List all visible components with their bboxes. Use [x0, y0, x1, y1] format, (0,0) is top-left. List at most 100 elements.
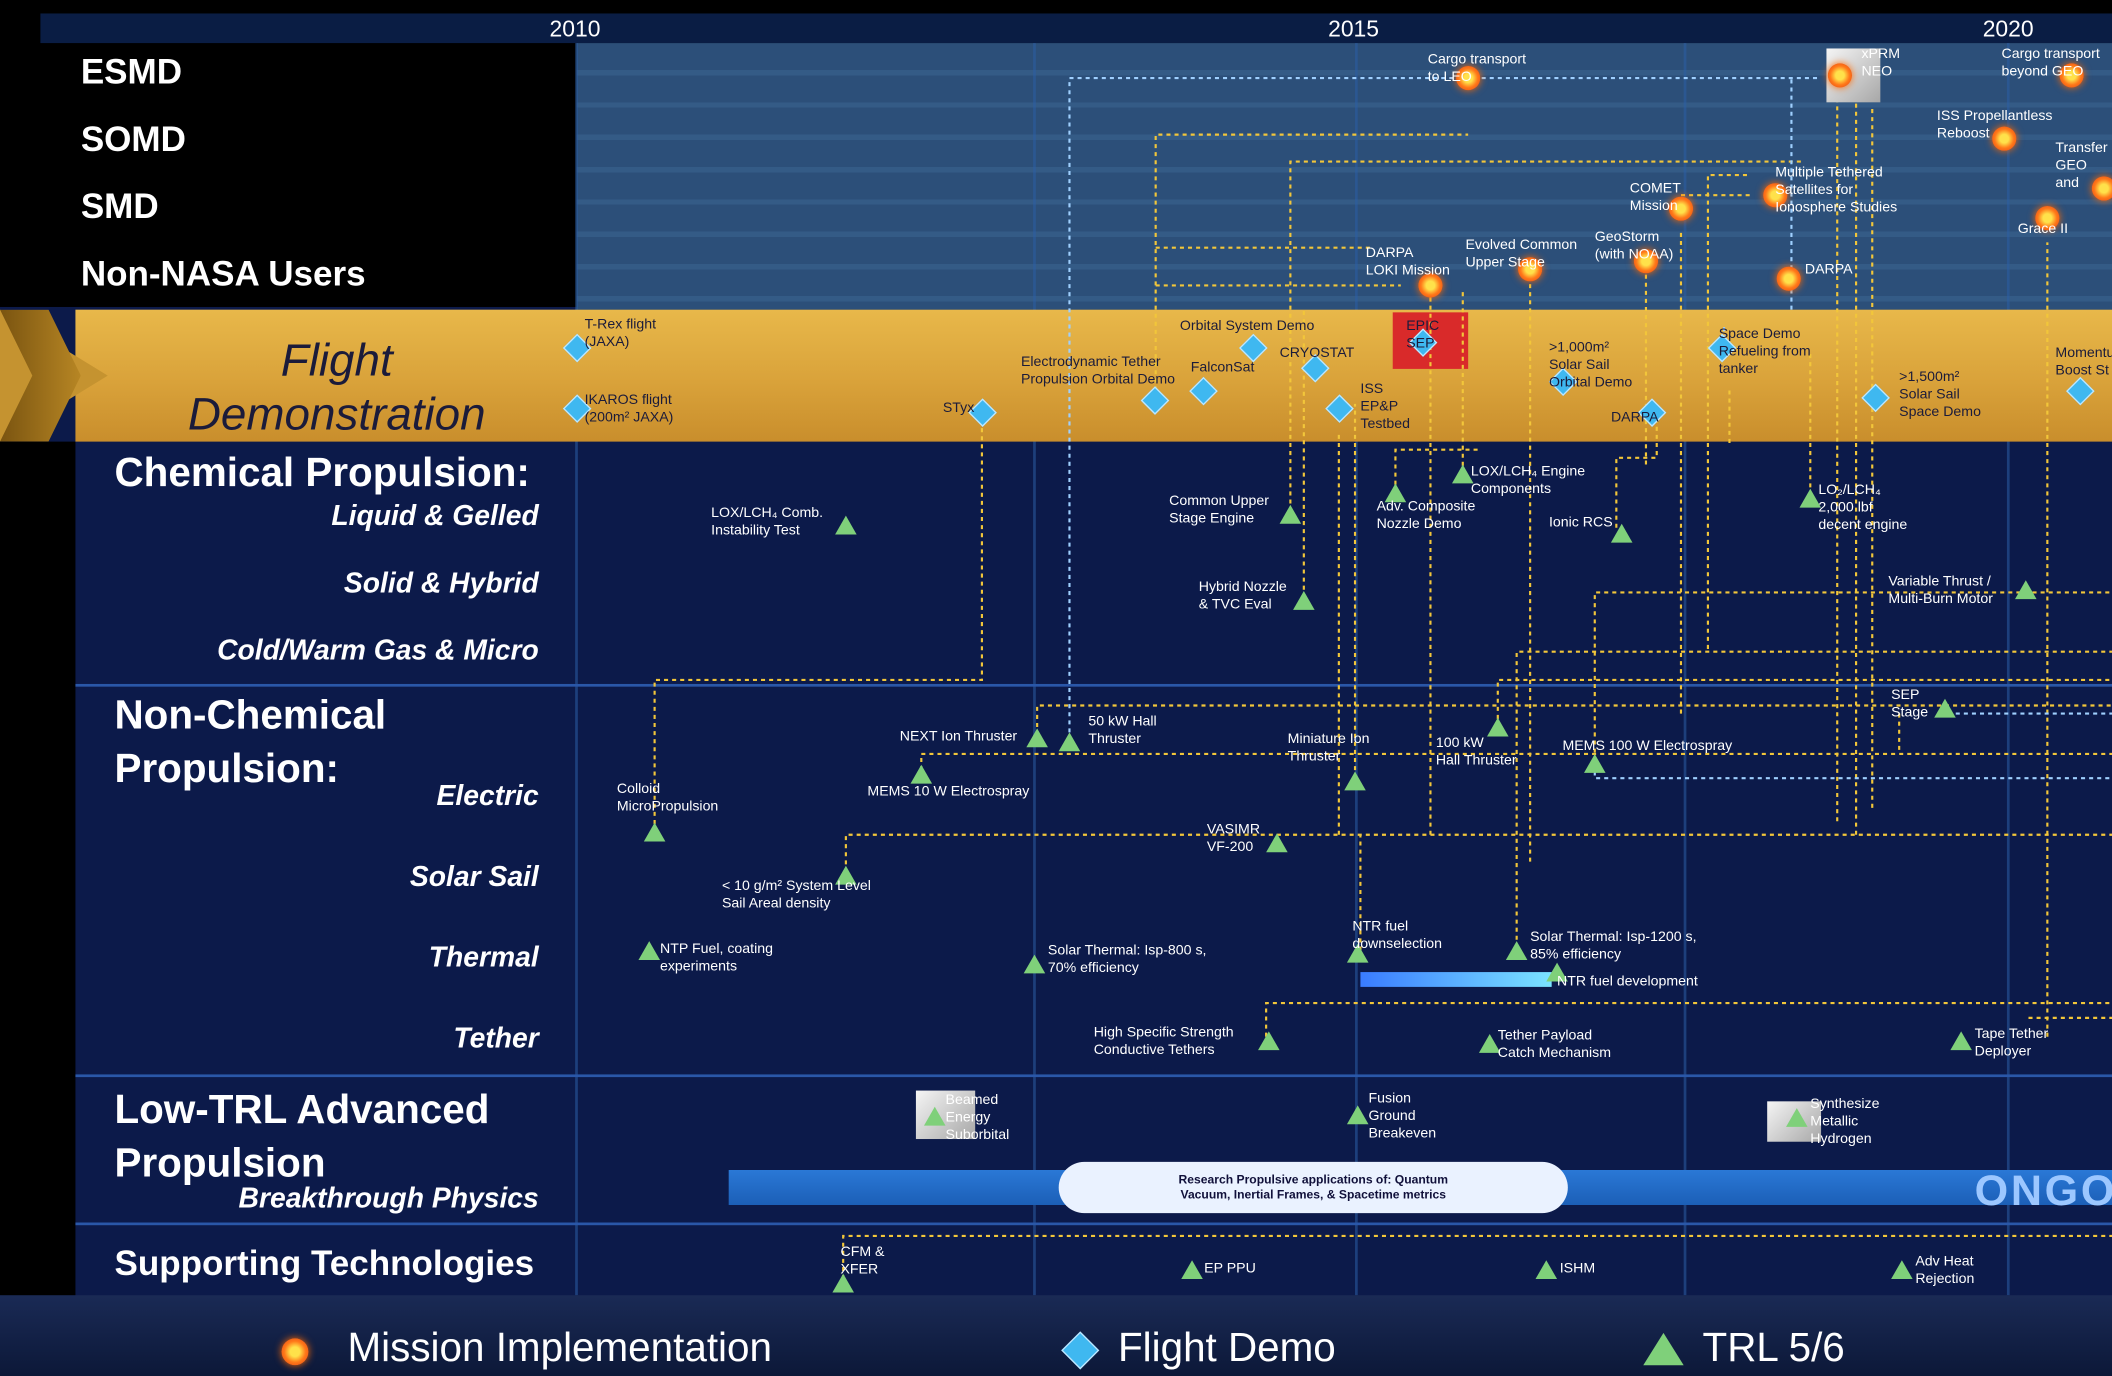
- mission-marker: [1992, 126, 2017, 151]
- trl-marker: [1026, 728, 1048, 748]
- flight-demo-label: DARPA: [1610, 409, 1659, 426]
- dependency-line: [842, 1234, 2112, 1280]
- mission-marker: [1776, 266, 1801, 291]
- user-non-nasa: Non-NASA Users: [80, 253, 366, 294]
- sub-solar-sail: Solar Sail: [409, 861, 539, 893]
- trl-marker: [1344, 771, 1366, 791]
- sub-thermal: Thermal: [428, 942, 539, 974]
- mission-marker: [1633, 249, 1659, 274]
- year-label: 2010: [549, 16, 601, 42]
- trl-marker: [1487, 717, 1509, 737]
- trl-marker: [1950, 1031, 1972, 1051]
- year-label: 2020: [1982, 16, 2034, 42]
- mission-marker: [2091, 176, 2112, 201]
- trl-marker: [1023, 954, 1046, 974]
- trl-label: MEMS 100 W Electrospray: [1562, 737, 1733, 754]
- trl-label: Ionic RCS: [1548, 514, 1613, 531]
- sub-breakthrough-physics: Breakthrough Physics: [238, 1183, 539, 1215]
- trl-marker: [832, 1273, 854, 1293]
- dependency-line: [1706, 173, 1752, 649]
- trl-marker: [1478, 1034, 1501, 1053]
- trl-label: LOX/LCH₄ Comb.Instability Test: [711, 504, 824, 539]
- sub-liquid-gelled: Liquid & Gelled: [331, 500, 539, 532]
- flight-demonstration-band: [75, 309, 2112, 442]
- trl-marker: [1535, 1260, 1558, 1280]
- flight-demo-label: Orbital System Demo: [1179, 317, 1315, 334]
- trl-marker: [1891, 1260, 1913, 1280]
- trl-label: Solar Thermal: Isp-1200 s,85% efficiency: [1530, 929, 1697, 963]
- trl-marker: [2015, 580, 2037, 600]
- legend-flight-demo: Flight Demo: [1117, 1326, 1336, 1371]
- trl-marker: [1181, 1260, 1203, 1280]
- dependency-line: [1615, 411, 1658, 528]
- section-divider: [75, 683, 2112, 687]
- trl-label: Solar Thermal: Isp-800 s,70% efficiency: [1047, 942, 1207, 977]
- mission-label: DARPA: [1804, 261, 1853, 278]
- mission-label: GeoStorm(with NOAA): [1594, 228, 1674, 263]
- dependency-line: [653, 417, 983, 833]
- trl-marker: [1799, 488, 1822, 508]
- trl-marker: [1584, 753, 1606, 773]
- mission-marker: [2035, 205, 2060, 231]
- mission-marker: [1418, 273, 1443, 298]
- sub-electric: Electric: [436, 780, 539, 812]
- user-smd: SMD: [80, 185, 159, 227]
- dependency-line: [1068, 77, 1819, 741]
- trl-marker: [1610, 523, 1633, 543]
- flight-demo-label: T-Rex flight(JAXA): [584, 316, 657, 351]
- trl-marker: [1258, 1031, 1280, 1051]
- trl-label: NTR fuel development: [1557, 973, 1698, 990]
- trl-label: MEMS 10 W Electrospray: [867, 783, 1030, 800]
- trl-label: NEXT Ion Thruster: [899, 728, 1018, 745]
- grid-line: [1033, 43, 1036, 1296]
- dependency-line: [1289, 160, 1805, 512]
- chemical-propulsion-heading: Chemical Propulsion:: [114, 451, 530, 496]
- grid-line: [1355, 43, 1358, 1296]
- trl-label: CFM &XFER: [840, 1244, 885, 1278]
- mission-marker: [1518, 257, 1543, 282]
- dependency-line: [1036, 704, 2112, 736]
- flight-demo-label: CRYOSTAT: [1279, 344, 1355, 361]
- section-divider: [75, 1074, 2112, 1078]
- trl-marker: [910, 764, 933, 784]
- mission-marker: [1456, 65, 1481, 91]
- mission-marker: [2059, 63, 2084, 88]
- trl-marker: [835, 865, 857, 885]
- trl-marker: [643, 822, 666, 842]
- supporting-technologies-heading: Supporting Technologies: [114, 1242, 535, 1284]
- trl-marker: [1293, 591, 1315, 610]
- dependency-line: [844, 833, 2112, 873]
- sub-tether: Tether: [453, 1023, 539, 1055]
- mission-marker: [1763, 183, 1788, 208]
- legend-mission-implementation: Mission Implementation: [347, 1326, 772, 1371]
- research-cloud-text: Research Propulsive applications of: Qua…: [1178, 1172, 1448, 1201]
- trl-marker: [1546, 962, 1568, 982]
- legend-trl: TRL 5/6: [1702, 1326, 1845, 1371]
- trl-marker: [835, 515, 857, 535]
- trl-marker: [1346, 943, 1369, 963]
- section-divider: [75, 1222, 2112, 1226]
- trl-label: EP PPU: [1204, 1260, 1256, 1277]
